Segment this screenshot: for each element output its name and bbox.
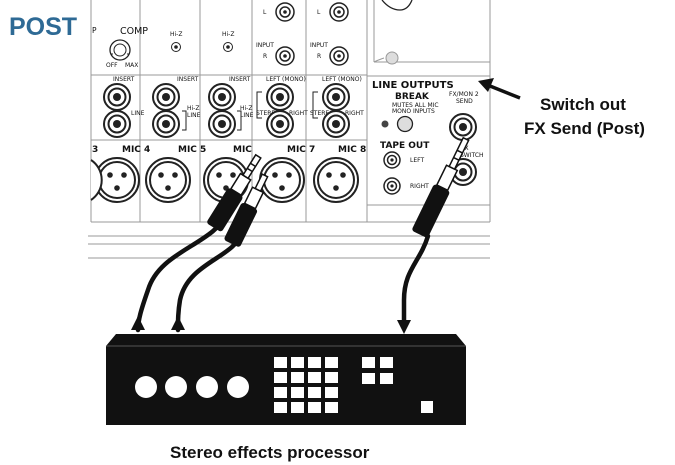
input-l-label-7: L (263, 9, 267, 16)
mic7-label: MIC 7 (287, 145, 315, 155)
plug-1-icon (207, 153, 262, 232)
mic5-label: MIC 5 (178, 145, 206, 155)
stereo-label-7: STEREO (256, 110, 280, 117)
insert-jack-6-icon (208, 83, 236, 111)
processor-button-grid (274, 357, 433, 413)
hiz-line-label-6: Hi-Z (240, 105, 252, 112)
input-r-label-7: R (263, 53, 267, 60)
rca-jack-7l-icon (275, 2, 295, 22)
line-label-4: LINE (131, 110, 145, 117)
left-mono-label-7: LEFT (MONO) (266, 76, 306, 83)
callout-arrow-icon (478, 78, 521, 100)
tape-out-label: TAPE OUT (380, 141, 430, 151)
line-jack-5-icon (152, 110, 180, 138)
line-label-6: LINE (240, 112, 254, 119)
comp-label: COMP (120, 26, 148, 37)
hiz-switch-5-icon (171, 42, 181, 52)
plug-2-icon (224, 173, 269, 247)
rca-jack-8r-icon (329, 46, 349, 66)
line-jack-7l-icon (266, 83, 294, 111)
break-label: BREAK (395, 92, 430, 102)
comp-knob-icon (109, 39, 131, 61)
strip-p-label: P (92, 26, 97, 35)
title: POST (9, 13, 77, 41)
insert-label-4: INSERT (113, 76, 135, 83)
fx-send-jack-icon[interactable] (449, 113, 477, 141)
line-jack-7r-icon (266, 110, 294, 138)
send-label: SEND (456, 98, 473, 105)
input-l-label-8: L (317, 9, 321, 16)
line-jack-4-icon (103, 110, 131, 138)
input-label-7: INPUT (256, 42, 274, 49)
xlr-pins (107, 172, 346, 191)
line-jack-8r-icon (322, 110, 350, 138)
comp-max-label: MAX (125, 62, 138, 69)
callout-line2: FX Send (Post) (524, 119, 645, 138)
hiz-label-5: Hi-Z (170, 31, 182, 38)
tape-out-left-label: LEFT (410, 157, 424, 164)
line-jack-6-icon (208, 110, 236, 138)
hiz-line-label-5: Hi-Z (187, 105, 199, 112)
insert-jack-5-icon (152, 83, 180, 111)
switch-label: SWITCH (460, 152, 484, 159)
line-label-5: LINE (187, 112, 201, 119)
mic3-label: 3 (92, 145, 98, 155)
line-jack-8l-icon (322, 83, 350, 111)
line-outputs-label: LINE OUTPUTS (372, 80, 454, 91)
rca-jack-7r-icon (275, 46, 295, 66)
break-button[interactable] (381, 115, 414, 133)
device-label: Stereo effects processor (170, 443, 370, 462)
right-label-7: RIGHT (289, 110, 308, 117)
hiz-switch-6-icon (223, 42, 233, 52)
tape-out-right-jack-icon (383, 177, 401, 195)
fxmon-label: FX/MON 2 (449, 91, 479, 98)
stereo-label-8: STEREO (310, 110, 334, 117)
cables (135, 209, 431, 333)
signal-arrow-icons (131, 316, 411, 334)
callout-line1: Switch out (540, 95, 626, 114)
insert-jack-4-icon (103, 83, 131, 111)
input-label-8: INPUT (310, 42, 328, 49)
mic8-label: MIC 8 (338, 145, 366, 155)
knob-fragment-icon (381, 0, 413, 65)
break-sub2: MONO INPUTS (392, 108, 435, 115)
rca-jack-8l-icon (329, 2, 349, 22)
comp-off-label: OFF (106, 62, 118, 69)
hiz-label-6: Hi-Z (222, 31, 234, 38)
tape-out-right-label: RIGHT (410, 183, 429, 190)
right-label-8: RIGHT (345, 110, 364, 117)
tape-out-left-jack-icon (383, 151, 401, 169)
break-sub1: MUTES ALL MIC (392, 102, 439, 109)
left-mono-label-8: LEFT (MONO) (322, 76, 362, 83)
input-r-label-8: R (317, 53, 321, 60)
insert-label-5: INSERT (177, 76, 199, 83)
plug-3-icon (412, 136, 470, 238)
xlr-connectors (90, 157, 359, 203)
mic6-label: MIC (233, 145, 252, 155)
insert-label-6: INSERT (229, 76, 251, 83)
mic4-label: MIC 4 (122, 145, 150, 155)
